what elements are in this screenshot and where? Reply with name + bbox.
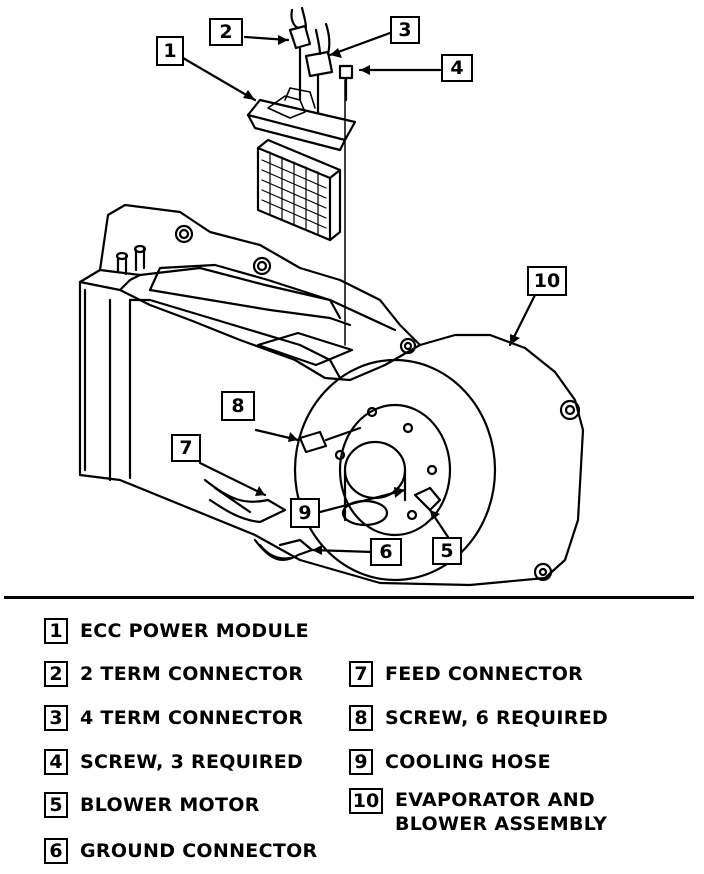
legend-item-8: 8 SCREW, 6 REQUIRED xyxy=(349,701,608,735)
legend-item-7: 7 FEED CONNECTOR xyxy=(349,657,583,691)
callout-6: 6 xyxy=(370,538,402,566)
legend-item-3: 3 4 TERM CONNECTOR xyxy=(44,701,303,735)
legend-label: EVAPORATOR AND BLOWER ASSEMBLY xyxy=(395,789,608,835)
legend-number: 1 xyxy=(44,618,68,644)
legend-item-10: 10 EVAPORATOR AND BLOWER ASSEMBLY xyxy=(349,788,635,848)
callout-3: 3 xyxy=(390,16,420,44)
legend-label: 2 TERM CONNECTOR xyxy=(80,663,304,685)
legend-label: SCREW, 3 REQUIRED xyxy=(80,751,304,773)
callout-4: 4 xyxy=(441,54,473,82)
legend-label: BLOWER MOTOR xyxy=(80,794,260,816)
legend-number: 7 xyxy=(349,661,373,687)
legend-number: 4 xyxy=(44,749,68,775)
legend-number: 5 xyxy=(44,792,68,818)
legend-label: ECC POWER MODULE xyxy=(80,620,309,642)
callout-1: 1 xyxy=(156,36,184,66)
legend-number: 3 xyxy=(44,705,68,731)
legend-label: GROUND CONNECTOR xyxy=(80,840,318,862)
callout-9: 9 xyxy=(290,498,320,528)
legend-divider xyxy=(4,596,694,599)
legend-item-4: 4 SCREW, 3 REQUIRED xyxy=(44,745,303,779)
legend-item-1: 1 ECC POWER MODULE xyxy=(44,614,309,648)
legend-item-9: 9 COOLING HOSE xyxy=(349,745,551,779)
legend-label: FEED CONNECTOR xyxy=(385,663,584,685)
legend-item-5: 5 BLOWER MOTOR xyxy=(44,788,260,822)
legend-number: 6 xyxy=(44,838,68,864)
legend-number: 8 xyxy=(349,705,373,731)
legend-item-6: 6 GROUND CONNECTOR xyxy=(44,834,317,868)
callout-7: 7 xyxy=(171,434,201,462)
callout-5: 5 xyxy=(432,537,462,565)
legend-label: COOLING HOSE xyxy=(385,751,551,773)
legend-label: SCREW, 6 REQUIRED xyxy=(385,707,609,729)
exploded-assembly-drawing xyxy=(78,6,585,587)
legend-item-2: 2 2 TERM CONNECTOR xyxy=(44,657,303,691)
callout-2: 2 xyxy=(209,18,243,46)
callout-8: 8 xyxy=(221,391,255,421)
legend-number: 2 xyxy=(44,661,68,687)
housing-top xyxy=(78,203,422,347)
legend-number: 10 xyxy=(349,788,383,814)
callout-10: 10 xyxy=(527,266,567,296)
legend-label: 4 TERM CONNECTOR xyxy=(80,707,304,729)
legend-number: 9 xyxy=(349,749,373,775)
housing-outline xyxy=(78,280,585,587)
